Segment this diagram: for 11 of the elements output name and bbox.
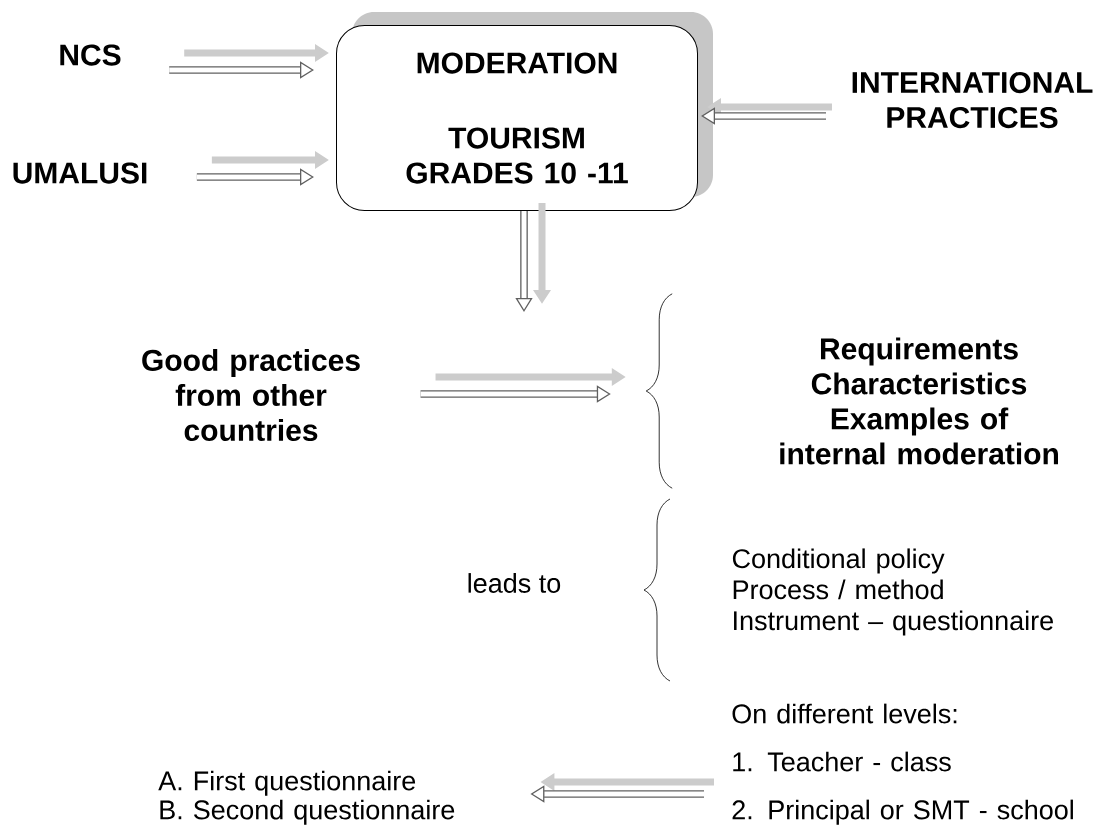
- bold-text: Requirements Characteristics Examples of internal moderation: [780, 337, 1058, 465]
- source-label: UMALUSI: [13, 162, 147, 184]
- source-label: INTERNATIONAL PRACTICES: [852, 71, 1093, 129]
- leads-to-text: leads to: [468, 573, 561, 593]
- curly-brace: [645, 293, 673, 489]
- item-list: A. First questionnaire B. Second questionnaire: [158, 770, 455, 825]
- item-list: Conditional policy Process / method Instrument – questionnaire: [732, 548, 1053, 636]
- source-label: NCS: [60, 44, 121, 66]
- bold-text: Good practices from other countries: [142, 349, 360, 442]
- item-list: On different levels: 1. Teacher - class 2. Principal or SMT - school: [732, 703, 1073, 825]
- rounded-box: MODERATION TOURISM GRADES 10 -11: [336, 25, 698, 211]
